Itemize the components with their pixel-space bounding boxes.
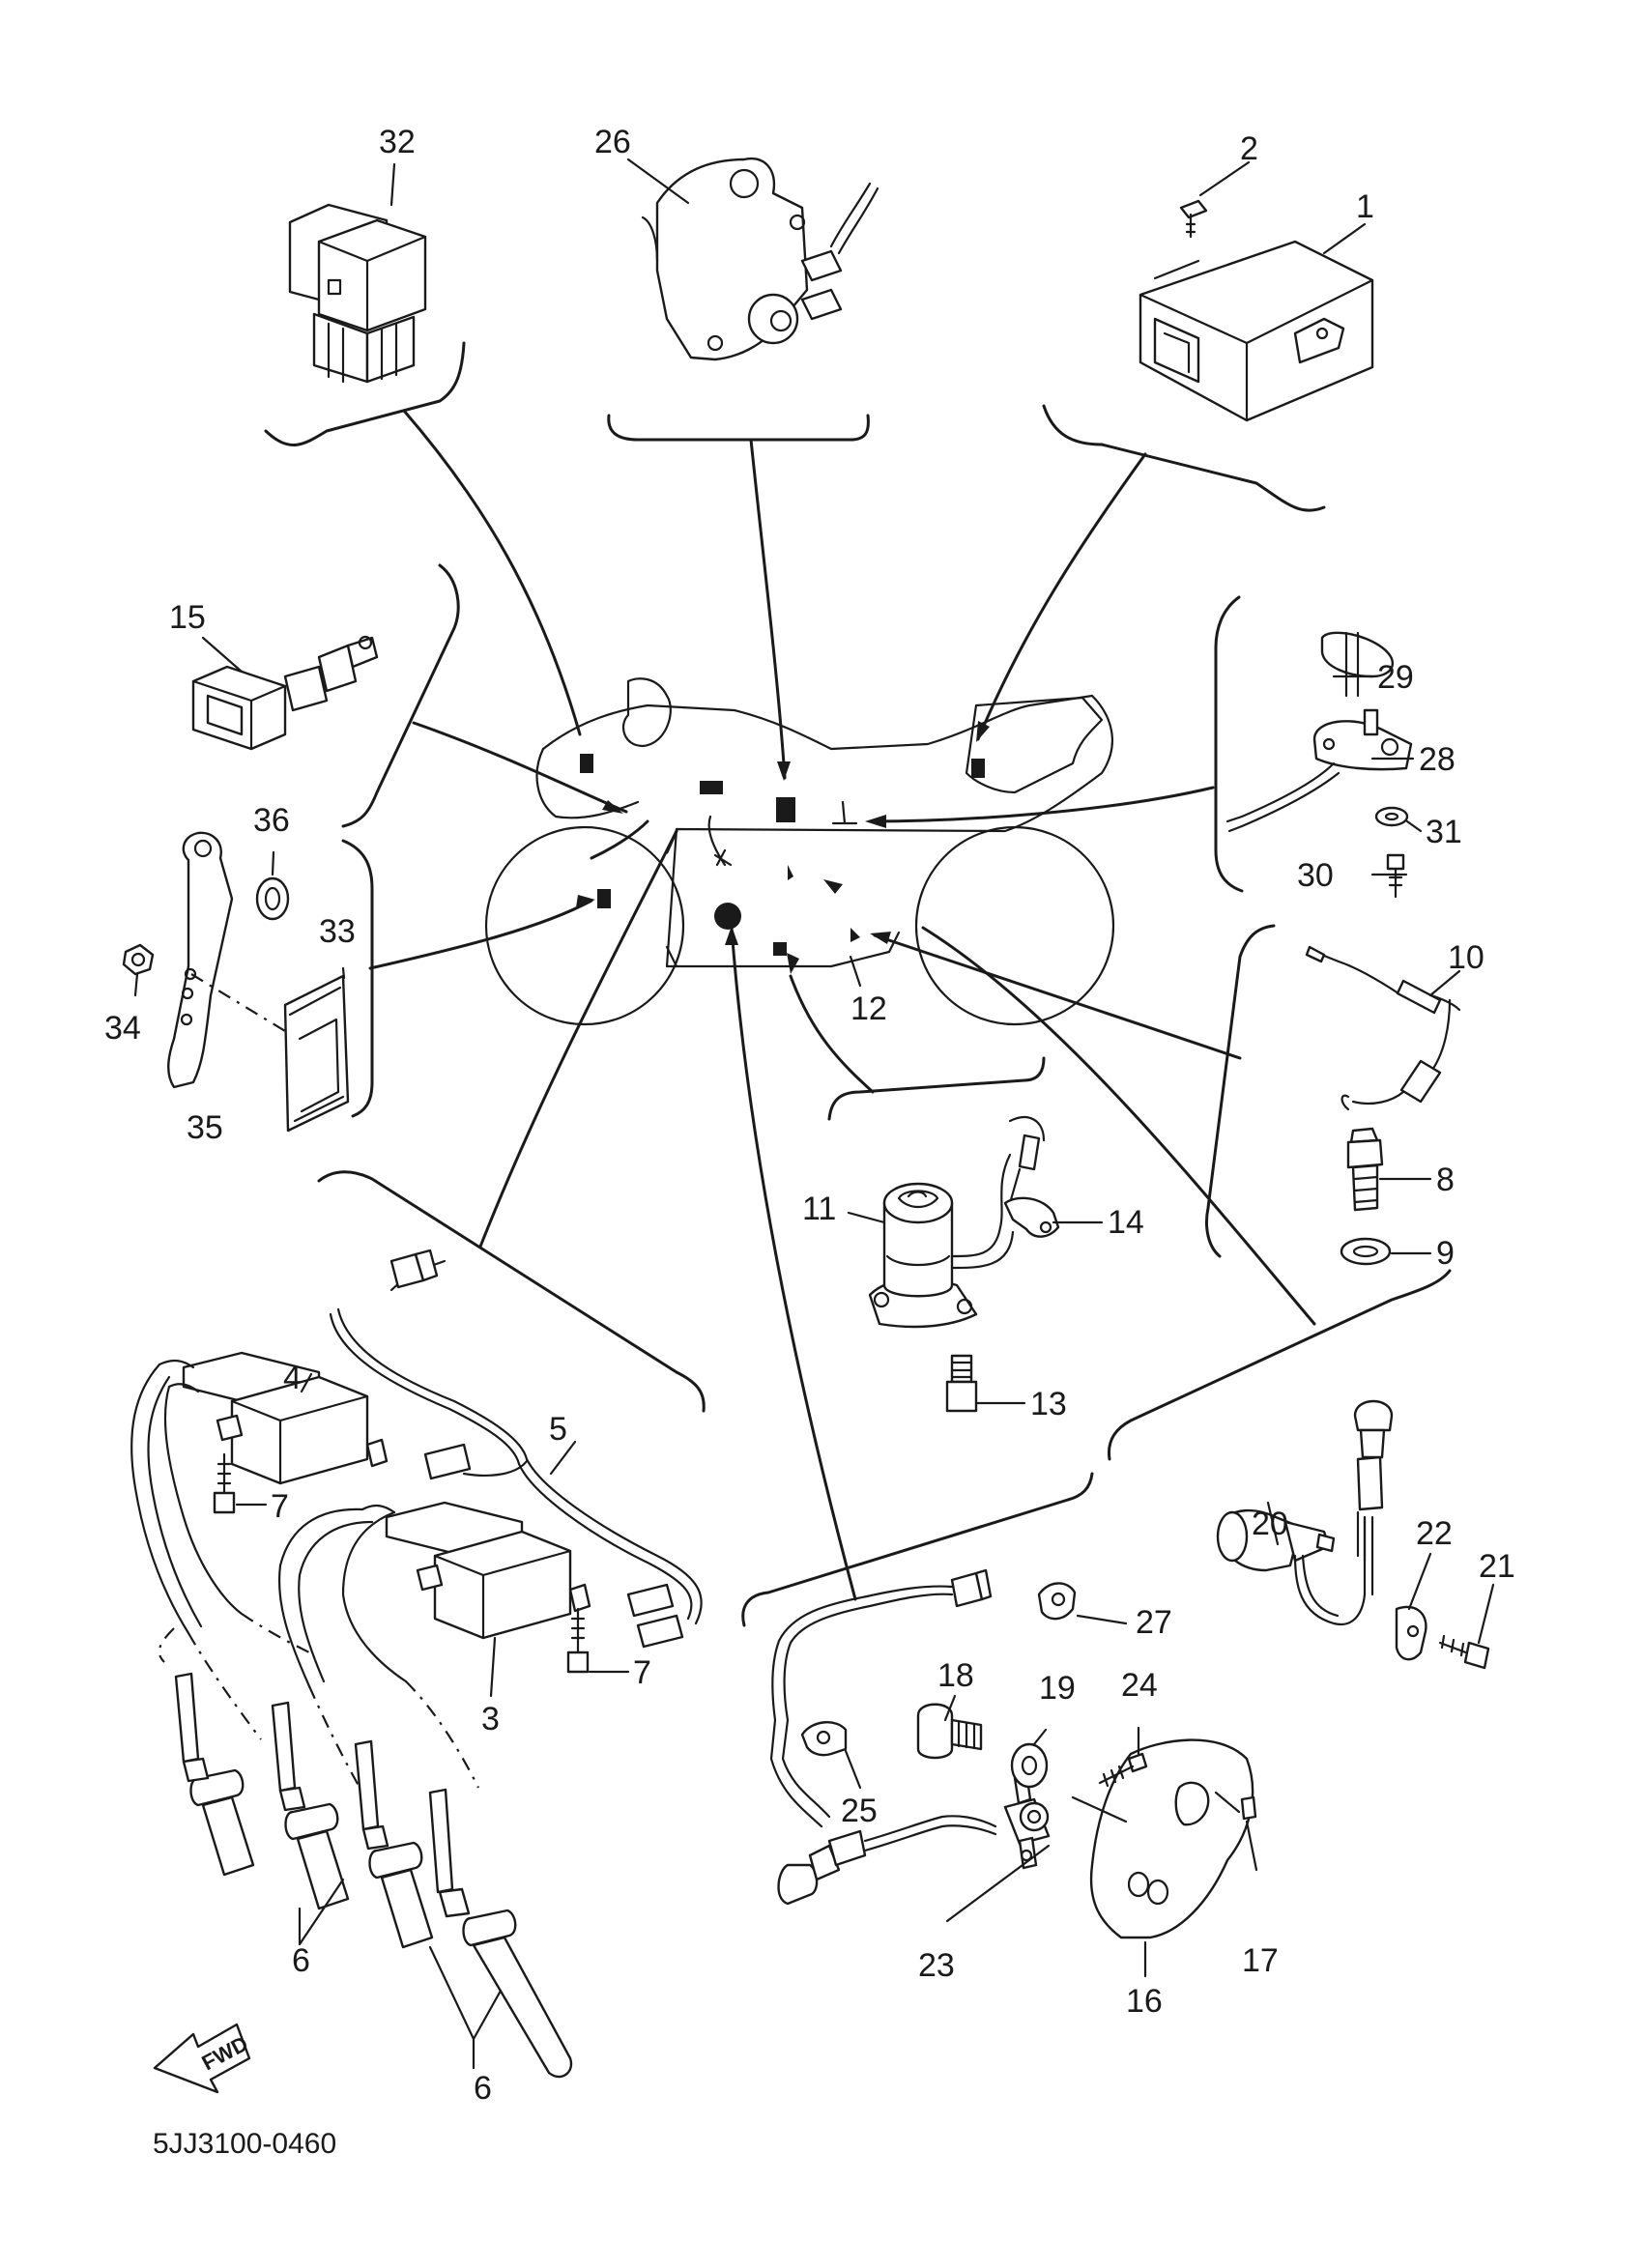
callout-23: 23 [918, 1947, 955, 1984]
clamp-part-22 [1395, 1605, 1427, 1661]
callout-7a: 7 [271, 1488, 289, 1525]
clamp-part-27 [1037, 1582, 1077, 1621]
plug-cap-4 [428, 1788, 573, 2079]
callout-11: 11 [802, 1191, 836, 1227]
screw-part-7-upper [213, 1452, 236, 1514]
callout-30: 30 [1297, 857, 1334, 894]
callout-6a: 6 [292, 1942, 310, 1979]
fwd-arrow-icon: FWD [153, 2023, 252, 2094]
callout-9: 9 [1436, 1235, 1455, 1272]
bolt-part-18 [916, 1703, 983, 1760]
leader-lines [368, 409, 1316, 1601]
screw-part-30 [1386, 853, 1405, 899]
callout-6b: 6 [474, 2070, 492, 2107]
plug-cap-2 [271, 1701, 350, 1910]
screw-part-24 [1098, 1752, 1148, 1788]
callout-21: 21 [1479, 1548, 1515, 1585]
clamp-part-25 [800, 1721, 848, 1757]
leader-6b [428, 1945, 503, 2070]
callout-10: 10 [1448, 939, 1484, 976]
callout-22: 22 [1416, 1515, 1453, 1552]
callout-17: 17 [1242, 1942, 1279, 1979]
sensor-part-23 [769, 1568, 1051, 1906]
callout-20: 20 [1252, 1506, 1288, 1542]
group-brackets [264, 341, 1452, 1627]
pin-part-17 [1240, 1795, 1257, 1821]
callout-35: 35 [187, 1109, 223, 1146]
callout-28: 28 [1419, 741, 1456, 778]
switch-part-28-29 [1225, 631, 1413, 833]
callout-13: 13 [1030, 1386, 1067, 1422]
callout-36: 36 [253, 802, 290, 839]
coil-part-4 [158, 1351, 389, 1485]
arrowheads [576, 721, 990, 974]
callout-14: 14 [1108, 1204, 1144, 1241]
washer-part-36 [255, 876, 290, 921]
callout-4: 4 [283, 1360, 302, 1396]
callout-numbers: 1 2 3 4 5 6 6 7 7 8 9 10 11 12 13 14 15 … [104, 124, 1515, 2107]
callout-1: 1 [1356, 188, 1374, 225]
wire-part-10 [1305, 945, 1461, 1111]
washer-part-9 [1340, 1237, 1392, 1266]
ecu-part-1 [1139, 240, 1374, 422]
leader-6a [298, 1878, 345, 1946]
nut-part-34 [122, 943, 155, 976]
callout-leaders [133, 158, 1495, 1978]
plug-cap-1 [174, 1672, 255, 1877]
clip-part-14 [1003, 1196, 1060, 1238]
callout-3: 3 [481, 1701, 500, 1737]
washer-part-31 [1374, 806, 1409, 827]
bolt-part-21 [1438, 1634, 1490, 1670]
callout-12: 12 [850, 990, 887, 1027]
callout-7b: 7 [633, 1654, 651, 1691]
relay-part-32 [288, 203, 427, 384]
callout-29: 29 [1377, 659, 1414, 696]
callout-27: 27 [1136, 1604, 1172, 1641]
harness-part-5 [329, 1249, 703, 1649]
dash-line-34-33 [190, 973, 291, 1035]
callout-32: 32 [379, 124, 416, 160]
callout-5: 5 [549, 1411, 567, 1448]
callout-15: 15 [169, 599, 206, 636]
callout-33: 33 [319, 913, 356, 950]
component-markers [580, 754, 985, 956]
screw-part-2 [1179, 199, 1208, 239]
switch-part-8 [1346, 1127, 1384, 1212]
sensor-part-20 [1216, 1399, 1394, 1626]
bracket-part-35 [167, 831, 234, 1089]
plug-caps-part-6 [174, 1672, 573, 2079]
callout-24: 24 [1121, 1667, 1158, 1704]
diagram-code: 5JJ3100-0460 [153, 2128, 336, 2160]
washer-part-19 [1010, 1742, 1049, 1789]
solenoid-part-11 [868, 1115, 1046, 1329]
sensor-part-26 [641, 157, 879, 361]
callout-25: 25 [841, 1793, 878, 1829]
callout-19: 19 [1039, 1670, 1076, 1707]
sensor-part-15 [191, 635, 379, 751]
bolt-part-13 [945, 1354, 978, 1413]
rotor-part-16 [1071, 1738, 1254, 1939]
coil-part-3 [360, 1501, 591, 1640]
callout-2: 2 [1240, 130, 1258, 167]
callout-34: 34 [104, 1010, 141, 1047]
callout-18: 18 [937, 1657, 974, 1694]
screw-part-7-lower [566, 1607, 590, 1674]
callout-16: 16 [1126, 1983, 1163, 2020]
callout-8: 8 [1436, 1162, 1455, 1198]
callout-31: 31 [1426, 814, 1462, 850]
callout-26: 26 [594, 124, 631, 160]
plug-cap-3 [354, 1739, 434, 1949]
pad-part-33 [283, 974, 350, 1133]
